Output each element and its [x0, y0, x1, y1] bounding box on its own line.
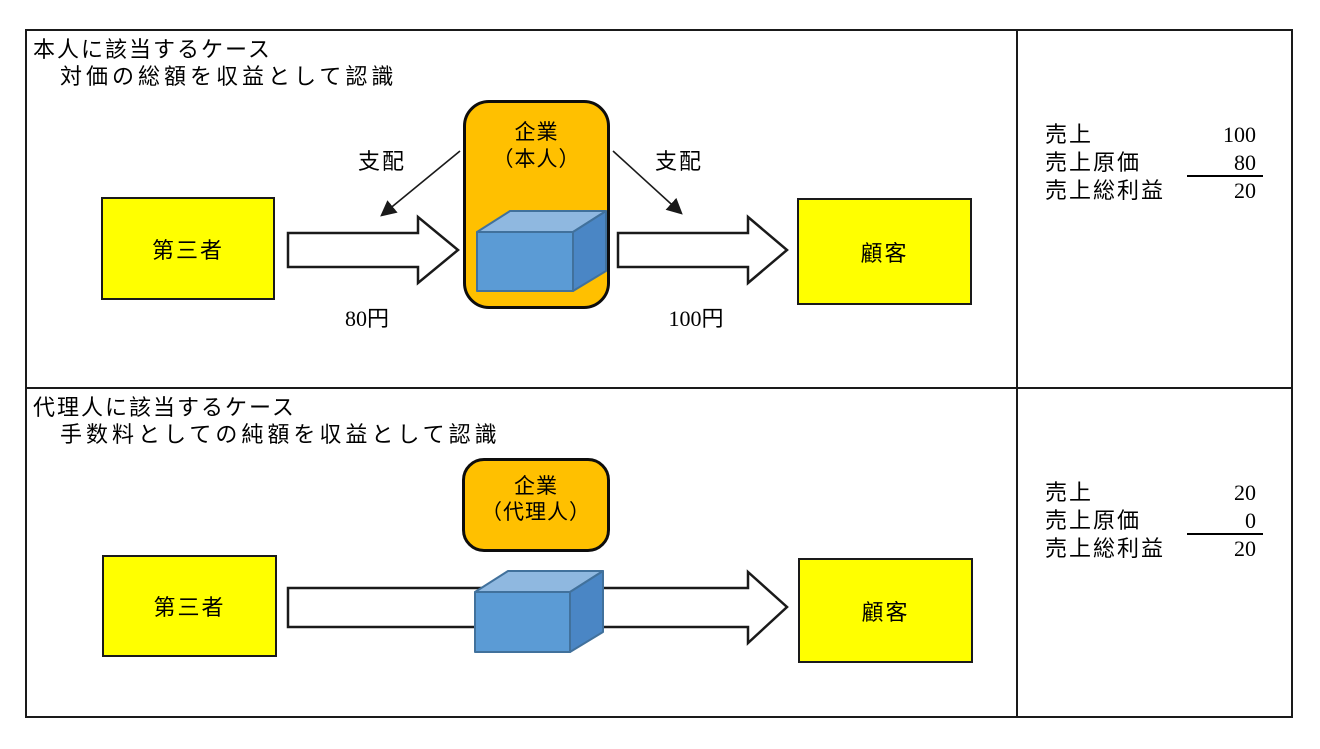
financial-value: 20 [1234, 536, 1256, 561]
company-role: （本人） [492, 147, 581, 171]
panel-subtitle-agent: 手数料としての純額を収益として認識 [60, 422, 501, 447]
financial-value: 20 [1234, 480, 1256, 505]
control-label-right: 支配 [655, 149, 704, 174]
horizontal-divider [25, 387, 1293, 389]
financial-value-underlined: 0 [1187, 507, 1263, 535]
panel-title-principal: 本人に該当するケース [33, 37, 272, 62]
financial-value: 20 [1234, 178, 1256, 203]
price-label-right: 100円 [668, 306, 724, 331]
financial-label: 売上総利益 [1045, 178, 1166, 203]
financial-summary-principal: 売上 100 売上原価 80 売上総利益 20 [1045, 121, 1263, 205]
company-role: （代理人） [481, 500, 591, 524]
third-party-label: 第三者 [153, 595, 226, 620]
financial-value-underlined: 80 [1187, 149, 1263, 177]
customer-box-agent: 顧客 [798, 558, 973, 663]
financial-row: 売上原価 80 [1045, 149, 1263, 177]
financial-label: 売上原価 [1045, 150, 1142, 175]
outer-border [25, 29, 1293, 718]
customer-box-principal: 顧客 [797, 198, 972, 305]
company-name: 企業 [514, 120, 559, 144]
third-party-label: 第三者 [151, 237, 224, 263]
panel-title-agent: 代理人に該当するケース [33, 395, 296, 420]
financial-row: 売上 100 [1045, 121, 1263, 149]
financial-row: 売上総利益 20 [1045, 535, 1263, 563]
control-label-left: 支配 [358, 149, 407, 174]
financial-row: 売上 20 [1045, 479, 1263, 507]
company-box-agent: 企業 （代理人） [462, 458, 610, 552]
financial-label: 売上原価 [1045, 508, 1142, 533]
financial-label: 売上 [1045, 480, 1094, 505]
price-label-left: 80円 [344, 306, 389, 331]
customer-label: 顧客 [860, 240, 909, 266]
financial-summary-agent: 売上 20 売上原価 0 売上総利益 20 [1045, 479, 1263, 563]
company-name: 企業 [514, 474, 558, 498]
financial-value: 100 [1223, 122, 1256, 147]
vertical-divider [1016, 29, 1018, 718]
financial-row: 売上原価 0 [1045, 507, 1263, 535]
company-box-principal: 企業 （本人） [463, 100, 610, 309]
panel-subtitle-principal: 対価の総額を収益として認識 [60, 64, 398, 89]
third-party-box-agent: 第三者 [102, 555, 277, 657]
financial-row: 売上総利益 20 [1045, 177, 1263, 205]
customer-label: 顧客 [861, 599, 910, 625]
financial-label: 売上総利益 [1045, 536, 1166, 561]
financial-label: 売上 [1045, 122, 1094, 147]
third-party-box-principal: 第三者 [101, 197, 275, 300]
